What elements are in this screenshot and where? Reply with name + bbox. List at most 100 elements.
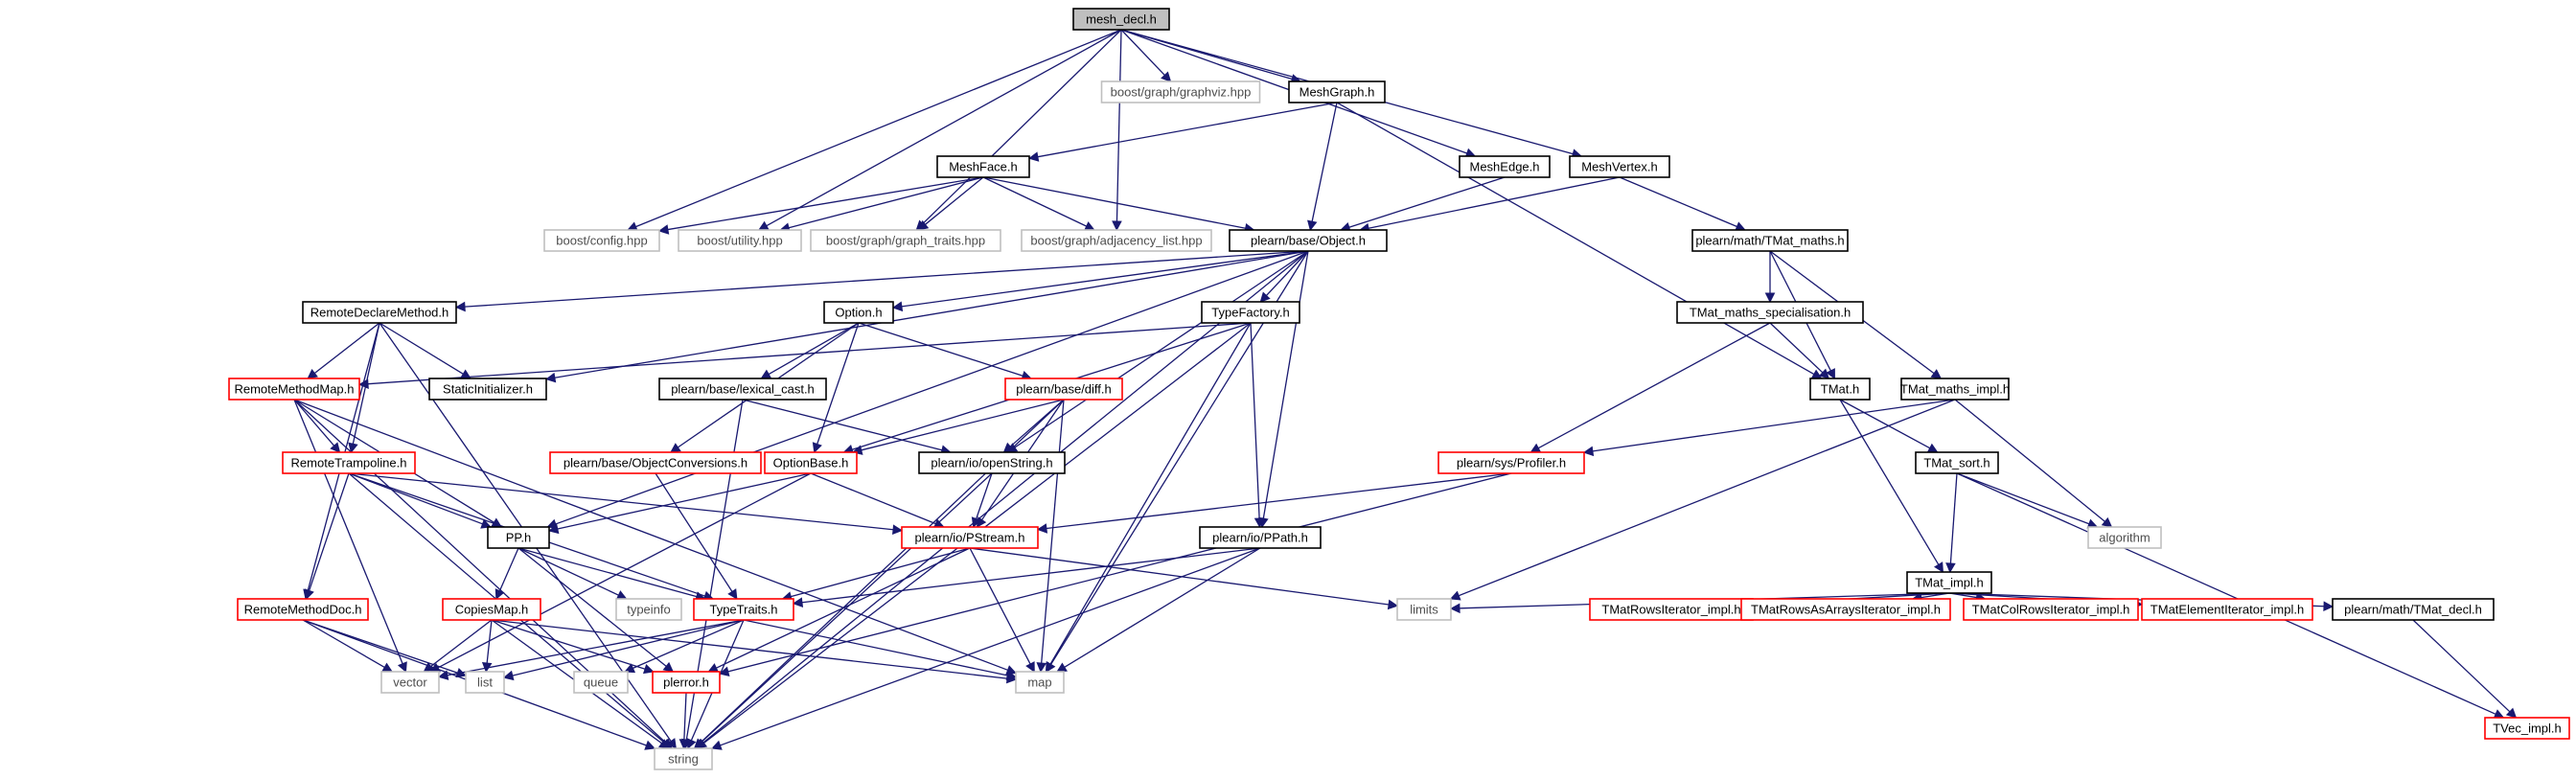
node-TMatRowsIterator_impl[interactable]: TMatRowsIterator_impl.h — [1589, 598, 1754, 621]
node-plerror[interactable]: plerror.h — [652, 671, 721, 694]
node-PPath[interactable]: plearn/io/PPath.h — [1199, 526, 1322, 549]
arrowhead — [1826, 368, 1835, 379]
node-TMat_maths_specialisation[interactable]: TMat_maths_specialisation.h — [1676, 301, 1864, 324]
edge-line — [293, 399, 335, 447]
node-MeshVertex[interactable]: MeshVertex.h — [1569, 155, 1670, 178]
node-lexical_cast[interactable]: plearn/base/lexical_cast.h — [658, 378, 827, 401]
node-label: mesh_decl.h — [1086, 12, 1157, 27]
node-TMat_maths[interactable]: plearn/math/TMat_maths.h — [1691, 229, 1849, 252]
node-openString[interactable]: plearn/io/openString.h — [918, 451, 1066, 474]
node-MeshGraph[interactable]: MeshGraph.h — [1288, 80, 1386, 103]
node-TVec_impl[interactable]: TVec_impl.h — [2484, 717, 2570, 740]
node-box — [652, 671, 721, 694]
node-box — [549, 451, 762, 474]
node-box — [1288, 80, 1386, 103]
edge-line — [635, 29, 1122, 228]
node-box — [918, 451, 1066, 474]
edge-line — [491, 619, 1008, 679]
edge-line — [1116, 29, 1122, 222]
arrowhead — [1930, 369, 1943, 379]
node-label: TMat_impl.h — [1915, 576, 1984, 590]
edge-line — [683, 692, 687, 741]
arrowhead — [1818, 368, 1830, 379]
edge-line — [727, 472, 1512, 673]
edge-line — [464, 250, 1309, 308]
node-box — [1229, 229, 1388, 252]
node-RemoteMethodMap[interactable]: RemoteMethodMap.h — [228, 378, 360, 401]
node-MeshEdge[interactable]: MeshEdge.h — [1459, 155, 1551, 178]
node-limits: limits — [1396, 598, 1452, 621]
node-TMat_impl[interactable]: TMat_impl.h — [1906, 571, 1992, 594]
edge-line — [982, 176, 1087, 227]
node-label: list — [477, 676, 493, 690]
edge-line — [430, 619, 493, 668]
node-RemoteMethodDoc[interactable]: RemoteMethodDoc.h — [237, 598, 369, 621]
node-diff[interactable]: plearn/base/diff.h — [1004, 378, 1123, 401]
edge-CopiesMap-to-map — [491, 619, 1018, 684]
node-box — [1809, 378, 1871, 401]
edge-line — [1336, 102, 1815, 376]
node-Profiler[interactable]: plearn/sys/Profiler.h — [1438, 451, 1585, 474]
node-TMat_decl[interactable]: plearn/math/TMat_decl.h — [2332, 598, 2495, 621]
node-box — [1015, 671, 1065, 694]
node-mesh_decl[interactable]: mesh_decl.h — [1072, 8, 1170, 31]
edge-line — [1368, 176, 1621, 229]
node-Object[interactable]: plearn/base/Object.h — [1229, 229, 1388, 252]
arrowhead — [2505, 707, 2518, 719]
node-PPh[interactable]: PP.h — [487, 526, 550, 549]
arrowhead — [1530, 443, 1542, 453]
node-OptionH[interactable]: Option.h — [823, 301, 894, 324]
node-label: boost/graph/graphviz.hpp — [1111, 85, 1252, 100]
node-TMatColRowsIterator_impl[interactable]: TMatColRowsIterator_impl.h — [1963, 598, 2139, 621]
edge-line — [293, 399, 403, 664]
edge-line — [1769, 322, 1824, 374]
node-ObjectConversions[interactable]: plearn/base/ObjectConversions.h — [549, 451, 762, 474]
node-TMatElementIterator_impl[interactable]: TMatElementIterator_impl.h — [2141, 598, 2313, 621]
arrowhead — [917, 219, 930, 231]
node-typeinfo: typeinfo — [615, 598, 682, 621]
node-box — [1201, 301, 1300, 324]
node-TypeFactory[interactable]: TypeFactory.h — [1201, 301, 1300, 324]
node-PStream[interactable]: plearn/io/PStream.h — [901, 526, 1039, 549]
arrowhead — [686, 738, 697, 750]
edge-RemoteDeclareMethod-to-RemoteMethodMap — [307, 322, 380, 379]
edge-MeshGraph-to-Object — [1307, 102, 1338, 232]
node-label: boost/config.hpp — [556, 234, 647, 248]
node-StaticInitializer[interactable]: StaticInitializer.h — [428, 378, 547, 401]
node-OptionBase[interactable]: OptionBase.h — [764, 451, 858, 474]
node-TMat[interactable]: TMat.h — [1809, 378, 1871, 401]
node-box — [1740, 598, 1951, 621]
edge-line — [969, 547, 1390, 606]
edge-MeshFace-to-graph_traits — [917, 176, 984, 231]
arrowhead — [644, 740, 656, 750]
edge-line — [700, 399, 1065, 744]
edge-line — [788, 176, 984, 229]
node-RemoteDeclareMethod[interactable]: RemoteDeclareMethod.h — [302, 301, 457, 324]
edge-MeshGraph-to-MeshFace — [1027, 102, 1338, 162]
node-label: boost/graph/adjacency_list.hpp — [1030, 234, 1202, 248]
edge-TypeTraits-to-vector — [437, 619, 745, 680]
node-label: TypeTraits.h — [709, 603, 777, 617]
arrowhead — [1934, 561, 1944, 573]
edge-line — [1120, 29, 1165, 76]
edges-layer — [293, 29, 2518, 750]
node-label: TMatRowsIterator_impl.h — [1601, 603, 1740, 617]
node-label: TypeFactory.h — [1211, 306, 1289, 320]
node-MeshFace[interactable]: MeshFace.h — [936, 155, 1030, 178]
node-TMat_maths_impl[interactable]: TMat_maths_impl.h — [1900, 378, 2010, 401]
node-TMatRowsAsArraysIterator_impl[interactable]: TMatRowsAsArraysIterator_impl.h — [1740, 598, 1951, 621]
edge-PPath-to-map — [1056, 547, 1261, 673]
edge-line — [632, 619, 745, 669]
node-label: RemoteMethodDoc.h — [244, 603, 362, 617]
node-TypeTraits[interactable]: TypeTraits.h — [693, 598, 794, 621]
node-RemoteTrampoline[interactable]: RemoteTrampoline.h — [282, 451, 416, 474]
edge-CopiesMap-to-list — [481, 619, 493, 674]
node-TMat_sort[interactable]: TMat_sort.h — [1915, 451, 1999, 474]
node-label: limits — [1410, 603, 1438, 617]
arrowhead — [670, 443, 681, 453]
node-CopiesMap[interactable]: CopiesMap.h — [442, 598, 541, 621]
arrowhead — [1307, 219, 1318, 232]
edge-line — [518, 547, 619, 596]
edge-line — [1046, 472, 1512, 530]
edge-RemoteTrampoline-to-PPh — [348, 472, 492, 529]
